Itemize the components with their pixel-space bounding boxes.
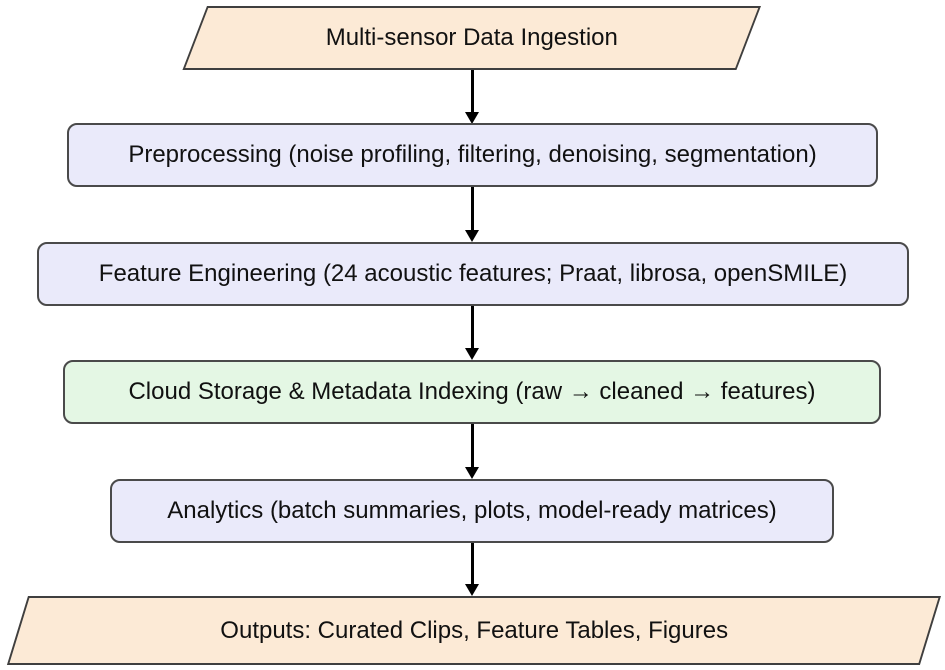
arrowhead-icon — [465, 584, 479, 596]
node-label: Preprocessing (noise profiling, filterin… — [128, 141, 817, 168]
node-label: Outputs: Curated Clips, Feature Tables, … — [220, 616, 728, 644]
flow-arrow-cloud-storage-to-analytics — [464, 424, 480, 479]
arrow-shaft — [470, 424, 474, 470]
flow-arrow-ingestion-to-preprocessing — [464, 70, 480, 124]
node-feature-engineering: Feature Engineering (24 acoustic feature… — [37, 242, 909, 306]
arrowhead-icon — [465, 230, 479, 242]
arrowhead-icon — [465, 112, 479, 124]
flow-arrow-analytics-to-outputs — [464, 543, 480, 596]
flow-arrow-feature-engineering-to-cloud-storage — [464, 306, 480, 360]
node-preprocessing: Preprocessing (noise profiling, filterin… — [67, 123, 878, 187]
arrowhead-icon — [465, 467, 479, 479]
arrow-shaft — [470, 70, 474, 115]
arrow-shaft — [470, 306, 474, 351]
node-label: Cloud Storage & Metadata Indexing (raw →… — [128, 378, 816, 405]
node-outputs: Outputs: Curated Clips, Feature Tables, … — [6, 596, 941, 665]
node-label: Feature Engineering (24 acoustic feature… — [98, 260, 848, 287]
arrowhead-icon — [465, 348, 479, 360]
arrow-shaft — [470, 543, 474, 587]
node-label: Multi-sensor Data Ingestion — [325, 24, 618, 51]
node-label: Analytics (batch summaries, plots, model… — [167, 497, 777, 524]
node-multi-sensor-data-ingestion: Multi-sensor Data Ingestion — [182, 6, 761, 70]
arrow-shaft — [470, 187, 474, 233]
node-cloud-storage-metadata-indexing: Cloud Storage & Metadata Indexing (raw →… — [63, 360, 881, 424]
flow-arrow-preprocessing-to-feature-engineering — [464, 187, 480, 242]
node-analytics: Analytics (batch summaries, plots, model… — [110, 479, 834, 543]
